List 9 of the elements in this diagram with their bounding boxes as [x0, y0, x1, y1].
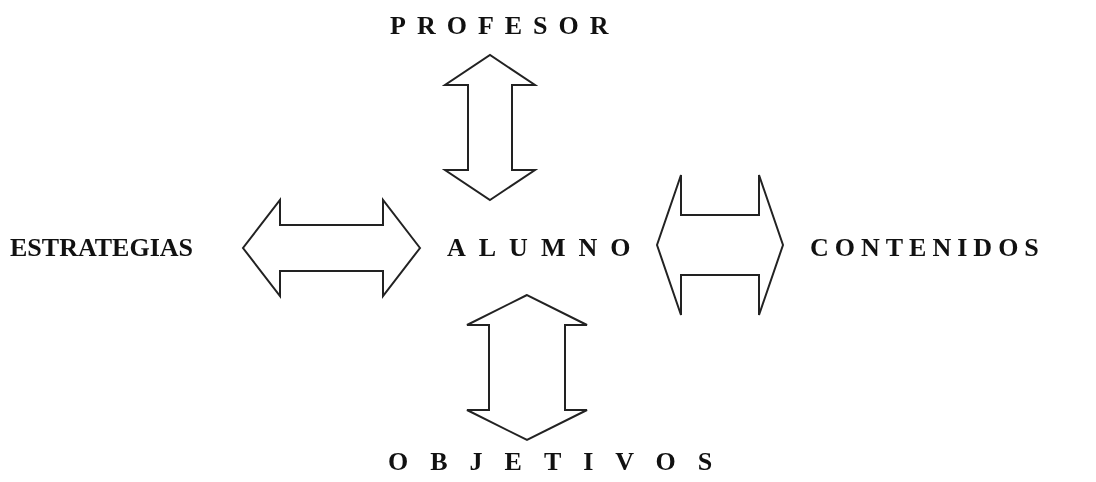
- node-label: CONTENIDOS: [810, 232, 1045, 264]
- node-label: OBJETIVOS: [388, 446, 735, 478]
- double-block-arrow: [441, 53, 539, 202]
- node-label: ESTRATEGIAS: [10, 232, 194, 264]
- double-block-arrow: [655, 174, 785, 316]
- node-label: PROFESOR: [390, 10, 620, 42]
- double-block-arrow: [466, 293, 588, 442]
- double-block-arrow: [241, 197, 422, 299]
- node-label: ALUMNO: [447, 232, 644, 264]
